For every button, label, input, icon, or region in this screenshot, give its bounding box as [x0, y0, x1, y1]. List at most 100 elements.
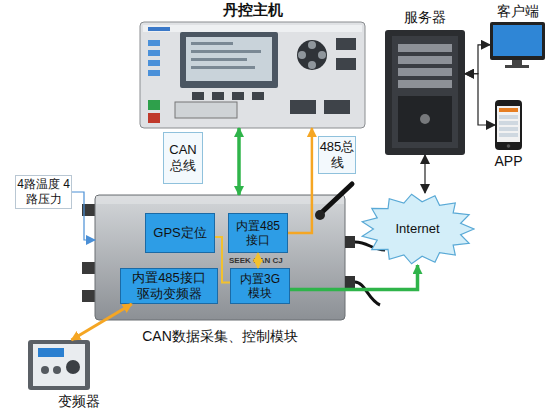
node-label: 内置485接口驱动变频器 — [129, 270, 209, 301]
app-header — [499, 108, 518, 112]
status-button — [148, 40, 160, 46]
monitor-stand — [512, 60, 522, 65]
server-illustration — [385, 30, 465, 155]
server-unit: 服务器 — [385, 30, 465, 155]
connector-line — [424, 155, 425, 193]
nav-key — [308, 41, 316, 49]
connector-line — [257, 253, 259, 268]
controller-logo — [148, 27, 170, 31]
side-key — [336, 38, 356, 50]
client-illustration — [490, 22, 545, 68]
connector-line — [290, 265, 418, 290]
soft-key — [252, 92, 264, 100]
phone-body — [495, 100, 522, 150]
mode-keys — [175, 102, 237, 118]
sensor-input-box: 4路温度 4路压力 — [15, 175, 72, 209]
drive-bay — [398, 44, 452, 52]
app-row — [499, 115, 518, 119]
module-body — [95, 195, 345, 320]
internet-cloud: Internet — [360, 193, 475, 265]
controller-unit: 丹控主机 — [140, 22, 365, 128]
soft-key — [232, 92, 244, 100]
nav-key — [308, 61, 316, 69]
screen-bezel — [180, 32, 278, 88]
cable — [355, 282, 380, 305]
screen-line — [191, 50, 261, 53]
screen-line — [191, 58, 247, 61]
node-title: 客户端 — [480, 3, 553, 20]
connector-line — [465, 74, 495, 125]
node-label: Internet — [395, 221, 439, 237]
home-button — [507, 144, 511, 148]
plug-connector — [82, 204, 96, 216]
connector-line — [465, 45, 490, 74]
inverter-knob — [66, 360, 80, 374]
drive-bay — [398, 80, 452, 88]
data-acquisition-module: SEEK CAN CJCAN数据采集、控制模块GPS定位内置485接口内置485… — [95, 195, 345, 320]
server-grill — [398, 96, 452, 142]
client-pc: 客户端 — [490, 22, 545, 60]
inverter-key — [53, 366, 61, 374]
lcd-screen — [186, 37, 272, 81]
server-body — [385, 30, 465, 155]
status-button — [148, 50, 160, 56]
server-front — [392, 36, 458, 148]
bus-label: 485总线 — [318, 136, 356, 174]
phone-illustration — [495, 100, 522, 150]
inverter-driver-box: 内置485接口驱动变频器 — [120, 268, 218, 304]
node-label: 内置3G模块 — [236, 272, 284, 301]
node-title: 丹控主机 — [140, 1, 365, 19]
connector-line — [71, 304, 131, 340]
stop-button — [148, 113, 160, 123]
node-title: 服务器 — [375, 9, 475, 26]
screen-line — [191, 42, 233, 45]
inverter-display — [38, 348, 64, 357]
node-caption: CAN数据采集、控制模块 — [75, 328, 365, 345]
monitor-frame — [490, 22, 545, 60]
gps-box: GPS定位 — [145, 213, 215, 253]
cable-plug — [345, 236, 355, 248]
plug-connector — [82, 290, 96, 302]
cable-plug — [345, 276, 355, 288]
control-key — [290, 100, 316, 114]
node-title: 变频器 — [38, 393, 120, 410]
controller-illustration — [140, 22, 365, 128]
cloud-shape — [362, 194, 474, 264]
node-label: 4路温度 4路压力 — [16, 177, 71, 207]
status-button — [148, 70, 160, 76]
plug-connector — [82, 262, 96, 274]
start-button — [148, 100, 160, 110]
app-row — [499, 127, 518, 131]
controller-body — [140, 22, 365, 128]
nav-key — [318, 51, 326, 59]
rs485-box: 内置485接口 — [228, 213, 288, 253]
controller-top-band — [143, 25, 362, 32]
device-brand: SEEK CAN CJ — [229, 256, 283, 266]
node-label: GPS定位 — [153, 225, 206, 241]
soft-key — [192, 92, 204, 100]
bus-label: CAN 总线 — [163, 132, 203, 184]
connector-line — [288, 128, 312, 233]
inverter-key — [41, 366, 49, 374]
monitor-base — [505, 65, 529, 68]
app-row — [499, 121, 518, 125]
control-key — [324, 100, 350, 114]
node-title: APP — [483, 153, 534, 170]
antenna — [320, 184, 352, 214]
connector-line — [72, 192, 95, 240]
monitor-screen — [493, 25, 542, 56]
inverter-illustration — [28, 340, 90, 390]
side-key — [336, 58, 356, 70]
screen-line — [191, 66, 255, 69]
app-row — [499, 133, 518, 137]
node-label: 内置485接口 — [234, 219, 282, 248]
inverter-unit: 变频器 — [28, 340, 90, 390]
nav-pad — [297, 40, 327, 70]
status-button — [148, 60, 160, 66]
antenna-base — [315, 210, 325, 220]
